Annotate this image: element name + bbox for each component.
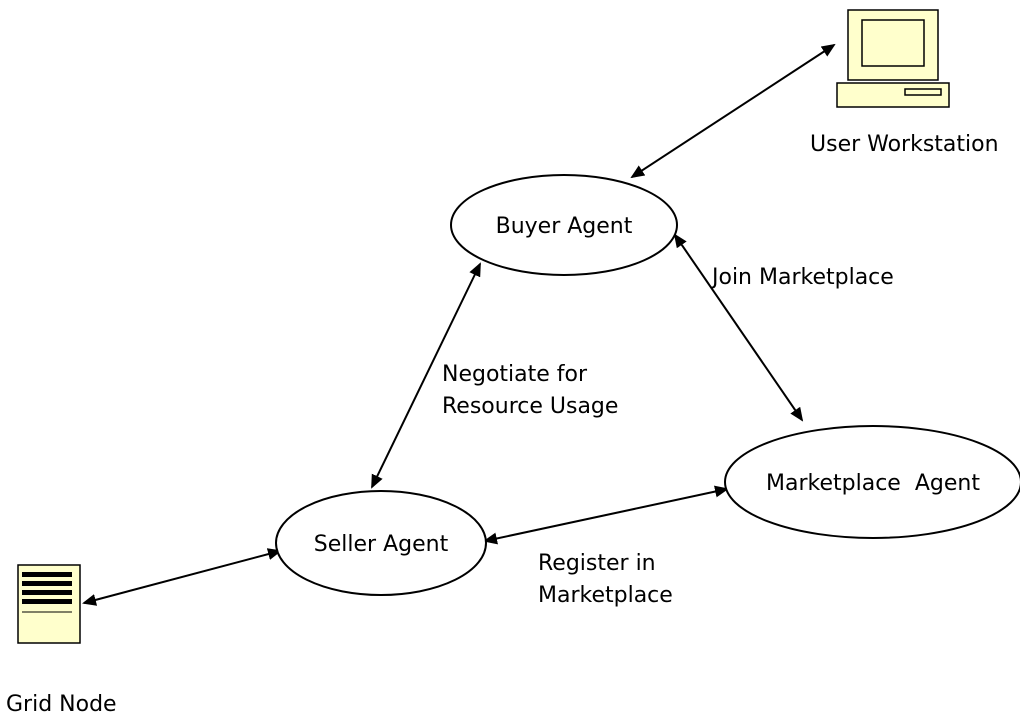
grid-node-label: Grid Node xyxy=(6,692,117,717)
computer-workstation-icon xyxy=(836,9,950,108)
edge-buyer-seller xyxy=(371,262,481,489)
workstation-label: User Workstation xyxy=(810,132,999,157)
register-label-line1: Register in xyxy=(538,551,656,576)
marketplace-agent-label: Marketplace Agent xyxy=(766,471,980,496)
negotiate-label-line1: Negotiate for xyxy=(442,362,588,387)
register-label-line2: Marketplace xyxy=(538,583,673,608)
join-marketplace-label: Join Marketplace xyxy=(710,265,894,290)
server-tower-icon xyxy=(17,564,81,644)
edge-gridnode-seller xyxy=(82,548,282,606)
seller-agent-node: Seller Agent xyxy=(275,490,487,596)
edge-buyer-marketplace xyxy=(673,233,804,422)
negotiate-label-line2: Resource Usage xyxy=(442,394,618,419)
edge-seller-marketplace xyxy=(483,485,729,545)
edge-workstation-buyer xyxy=(630,43,836,179)
marketplace-agent-node: Marketplace Agent xyxy=(724,425,1020,539)
buyer-agent-node: Buyer Agent xyxy=(450,174,678,276)
buyer-agent-label: Buyer Agent xyxy=(496,214,633,239)
seller-agent-label: Seller Agent xyxy=(314,532,449,557)
